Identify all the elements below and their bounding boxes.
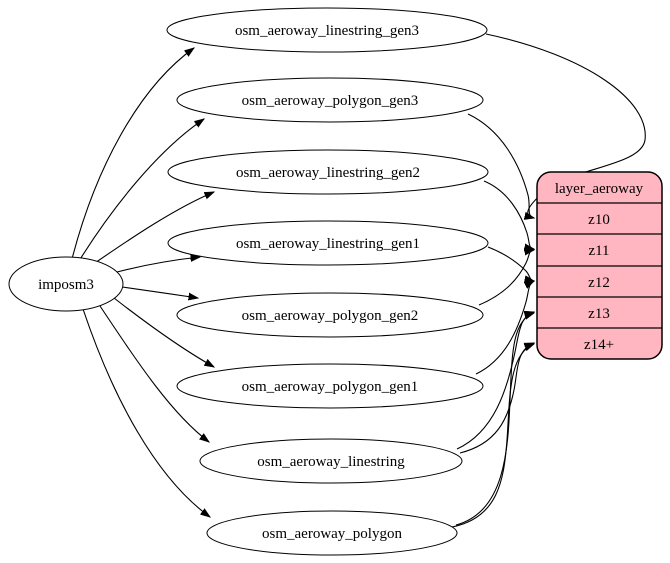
table-ellipse: [176, 77, 484, 123]
table-ellipse: [176, 363, 484, 409]
node-osm-aeroway-polygon-gen1: osm_aeroway_polygon_gen1: [176, 363, 484, 409]
node-osm-aeroway-polygon-gen3: osm_aeroway_polygon_gen3: [176, 77, 484, 123]
table-label: osm_aeroway_linestring_gen1: [236, 236, 420, 252]
node-osm-aeroway-polygon: osm_aeroway_polygon: [206, 510, 458, 556]
table-ellipse: [206, 510, 458, 556]
table-ellipse: [166, 7, 488, 53]
node-osm-aeroway-linestring-gen2: osm_aeroway_linestring_gen2: [167, 149, 489, 195]
edge-osm_aeroway_linestring-to-z14+: [459, 342, 534, 454]
node-osm-aeroway-linestring-gen1: osm_aeroway_linestring_gen1: [167, 220, 489, 266]
edge-osm_aeroway_linestring_gen2-to-z11: [483, 180, 534, 249]
layer-row-z11: z11: [588, 243, 609, 259]
table-label: osm_aeroway_linestring_gen3: [235, 23, 419, 39]
edge-imposm3-to-osm_aeroway_polygon_gen1: [113, 297, 214, 367]
table-ellipse: [199, 438, 463, 484]
edge-imposm3-to-osm_aeroway_linestring_gen1: [116, 257, 200, 273]
edge-imposm3-to-osm_aeroway_linestring_gen2: [91, 191, 214, 266]
edge-imposm3-to-osm_aeroway_linestring_gen3: [71, 48, 194, 260]
table-ellipse: [167, 149, 489, 195]
table-ellipse: [167, 220, 489, 266]
edge-layer: [71, 33, 646, 528]
imposm3-label: imposm3: [38, 277, 94, 293]
table-label: osm_aeroway_polygon_gen1: [242, 379, 419, 395]
edge-osm_aeroway_polygon_gen1-to-z12: [475, 281, 534, 375]
table-ellipse: [176, 292, 484, 338]
edge-imposm3-to-osm_aeroway_polygon: [82, 308, 210, 517]
layer-row-z14plus: z14+: [584, 337, 614, 353]
edge-imposm3-to-osm_aeroway_linestring: [99, 305, 209, 442]
table-label: osm_aeroway_linestring_gen2: [236, 165, 420, 181]
table-label: osm_aeroway_polygon_gen3: [242, 93, 419, 109]
edge-osm_aeroway_polygon-to-z13: [455, 313, 534, 526]
table-label: osm_aeroway_linestring: [257, 454, 405, 470]
edge-osm_aeroway_linestring_gen1-to-z12: [487, 246, 534, 281]
node-osm-aeroway-polygon-gen2: osm_aeroway_polygon_gen2: [176, 292, 484, 338]
edge-imposm3-to-osm_aeroway_polygon_gen3: [78, 119, 204, 262]
layer-row-z13: z13: [588, 306, 610, 322]
edge-osm_aeroway_polygon-to-z14+: [451, 343, 534, 528]
table-label: osm_aeroway_polygon: [262, 526, 402, 542]
node-osm-aeroway-linestring: osm_aeroway_linestring: [199, 438, 463, 484]
imposm3-ellipse: [8, 256, 124, 312]
edge-imposm3-to-osm_aeroway_polygon_gen2: [121, 286, 198, 298]
layer-row-z12: z12: [588, 275, 610, 291]
layer-row-z10: z10: [588, 212, 610, 228]
node-osm-aeroway-linestring-gen3: osm_aeroway_linestring_gen3: [166, 7, 488, 53]
node-imposm3: imposm3: [8, 256, 124, 312]
table-label: osm_aeroway_polygon_gen2: [242, 308, 419, 324]
edge-osm_aeroway_linestring_gen3-to-z10: [485, 33, 646, 218]
node-layer-aeroway: layer_aeroway z10 z11 z12 z13 z14+: [536, 171, 663, 360]
edge-osm_aeroway_polygon_gen2-to-z11: [478, 250, 534, 306]
edge-osm_aeroway_polygon_gen3-to-z10: [467, 113, 534, 218]
layer-aeroway-title: layer_aeroway: [555, 181, 644, 197]
